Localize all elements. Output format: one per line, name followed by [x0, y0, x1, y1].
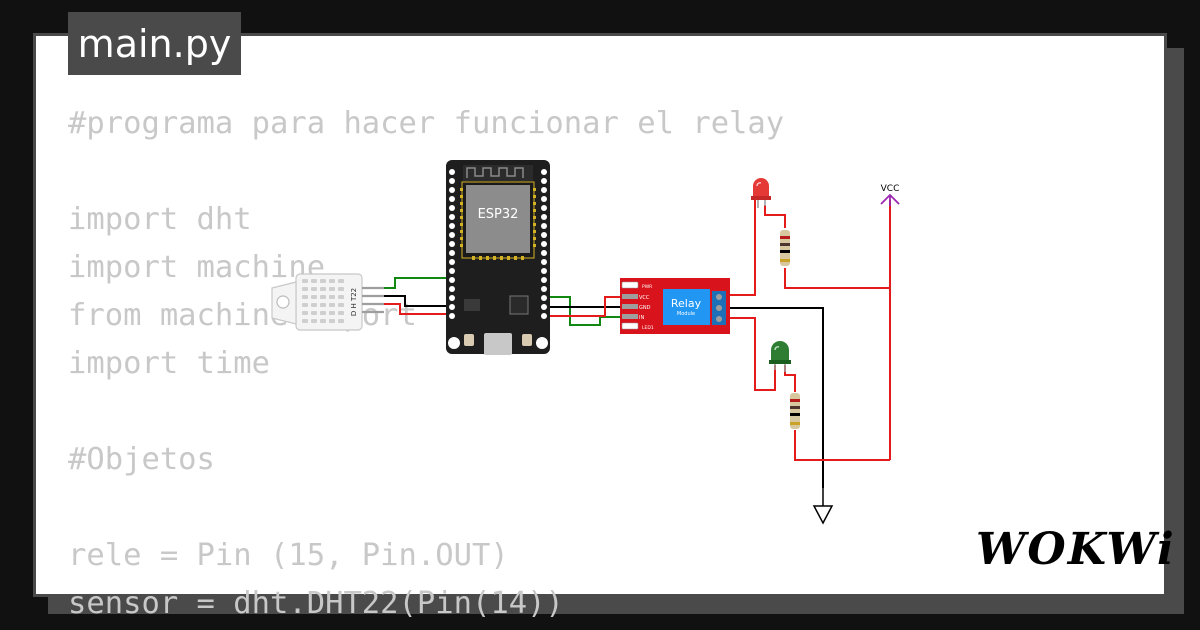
relay-sublabel: Module	[677, 311, 695, 317]
code-line: sensor = dht.DHT22(Pin(14))	[68, 586, 564, 621]
wire-relay-vcc	[548, 296, 622, 317]
preview-card: #programa para hacer funcionar el relay i…	[33, 33, 1174, 621]
voltage-regulator	[464, 299, 480, 311]
relay-input-pins	[622, 294, 638, 319]
led-red[interactable]	[751, 178, 771, 208]
led1-indicator	[621, 322, 639, 330]
code-line: import time	[68, 346, 270, 381]
pin-label-vcc: VCC	[639, 295, 650, 301]
usb-chip	[509, 295, 529, 315]
code-line: import machine	[68, 250, 326, 285]
relay-module[interactable]: PWR LED1 VCC GND IN Relay Module	[620, 278, 730, 334]
resistor-1[interactable]	[780, 230, 790, 266]
wire-dht-vcc	[383, 303, 450, 315]
reset-button[interactable]	[522, 334, 532, 346]
pin-label-gnd: GND	[639, 305, 651, 311]
esp32-label: ESP32	[478, 207, 519, 222]
wire-dht-data	[383, 277, 450, 289]
wire-dht-gnd	[383, 295, 450, 307]
file-tab-main-py[interactable]: main.py	[68, 12, 241, 75]
wokwi-logo: WOKWi	[976, 524, 1176, 575]
relay-label: Relay	[671, 297, 702, 310]
led-green[interactable]	[769, 341, 791, 372]
dht-label: D H T22	[350, 288, 358, 316]
wire-relay-in	[548, 296, 622, 326]
wire-res2-vcc	[794, 430, 890, 461]
pwr-label: PWR	[642, 284, 652, 290]
code-line: rele = Pin (15, Pin.OUT)	[68, 538, 509, 573]
esp32-pin-headers	[449, 169, 547, 319]
relay-terminals	[716, 294, 722, 322]
mount-hole	[448, 337, 460, 349]
dht-pins	[362, 286, 384, 314]
esp32-board[interactable]: ESP32	[446, 160, 550, 355]
resistor-2[interactable]	[790, 393, 800, 429]
code-line: #Objetos	[68, 442, 215, 477]
mount-hole	[536, 337, 548, 349]
ground-symbol[interactable]	[812, 488, 834, 525]
led1-label: LED1	[642, 325, 654, 331]
dht22-sensor[interactable]: D H T22	[271, 273, 384, 331]
pin-label-in: IN	[639, 315, 644, 321]
pwr-led	[621, 281, 639, 289]
boot-button[interactable]	[464, 334, 474, 346]
wire-relay-com	[728, 307, 824, 488]
code-line: import dht	[68, 202, 252, 237]
relay-block	[663, 289, 710, 325]
wire-relay-no	[728, 200, 756, 296]
vcc-label: VCC	[881, 184, 900, 194]
vcc-symbol[interactable]: VCC	[880, 184, 900, 206]
wire-relay-nc	[728, 317, 776, 391]
module-castellations	[460, 188, 536, 260]
wire-led-green	[784, 365, 796, 392]
code-line: #programa para hacer funcionar el relay	[68, 106, 785, 141]
antenna-trace	[466, 167, 524, 178]
code-background: #programa para hacer funcionar el relay i…	[68, 100, 784, 628]
wire-led-red	[764, 205, 786, 228]
wire-res1-vcc	[784, 268, 890, 289]
usb-port	[484, 333, 512, 355]
